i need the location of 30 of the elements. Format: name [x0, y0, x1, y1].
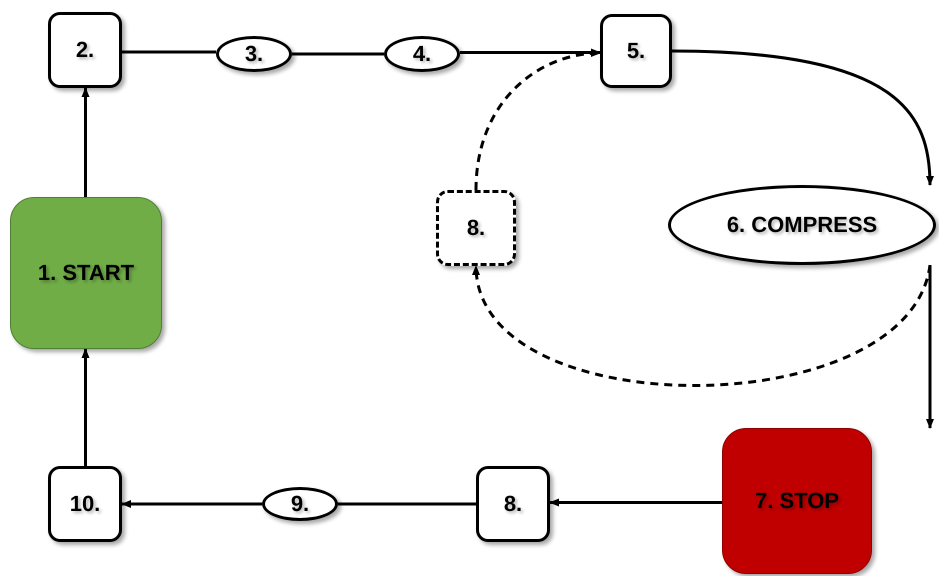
- node-label: 9.: [290, 490, 310, 518]
- node-label: 3.: [244, 40, 264, 68]
- stop-box: [722, 428, 872, 574]
- process-box: [48, 12, 122, 88]
- arrow: [926, 265, 934, 429]
- process-box: [48, 466, 122, 542]
- arrow: [549, 498, 722, 506]
- arrow: [474, 264, 932, 387]
- step-oval: [384, 36, 460, 72]
- node-label: 6. COMPRESS: [726, 211, 878, 239]
- dashed-box: [436, 190, 516, 266]
- node-label: 2.: [76, 36, 94, 64]
- process-box: [600, 14, 672, 88]
- node-label: 8.: [466, 214, 486, 242]
- arrow: [672, 50, 934, 186]
- arrow: [121, 500, 262, 508]
- node-label: 8.: [504, 490, 522, 518]
- node-label: 4.: [412, 40, 432, 68]
- node-label: 5.: [626, 37, 646, 65]
- node-label: 1. START: [38, 259, 134, 287]
- step-oval: [262, 487, 338, 521]
- arrow: [460, 48, 601, 56]
- node-label: 10.: [70, 490, 100, 518]
- arrow: [82, 87, 90, 197]
- step-oval: [216, 36, 292, 72]
- arrow: [474, 50, 601, 190]
- node-label: 7. STOP: [755, 487, 839, 515]
- start-box: [10, 197, 162, 349]
- arrow: [82, 348, 90, 466]
- process-box: [476, 466, 550, 542]
